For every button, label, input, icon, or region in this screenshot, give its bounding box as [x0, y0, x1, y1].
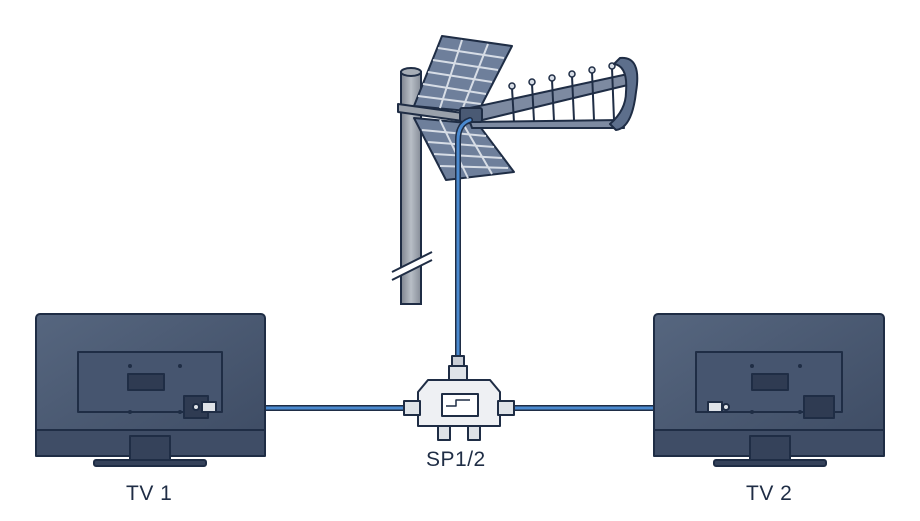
mast-icon	[390, 67, 434, 305]
splitter-label: SP1/2	[426, 448, 486, 471]
tv2-label: TV 2	[746, 482, 793, 505]
tv1-label: TV 1	[126, 482, 173, 505]
tv-back-icon-tv1	[35, 313, 266, 467]
tv-back-icon-tv2	[653, 313, 885, 467]
splitter-icon	[403, 355, 515, 441]
antenna-icon	[397, 35, 639, 181]
